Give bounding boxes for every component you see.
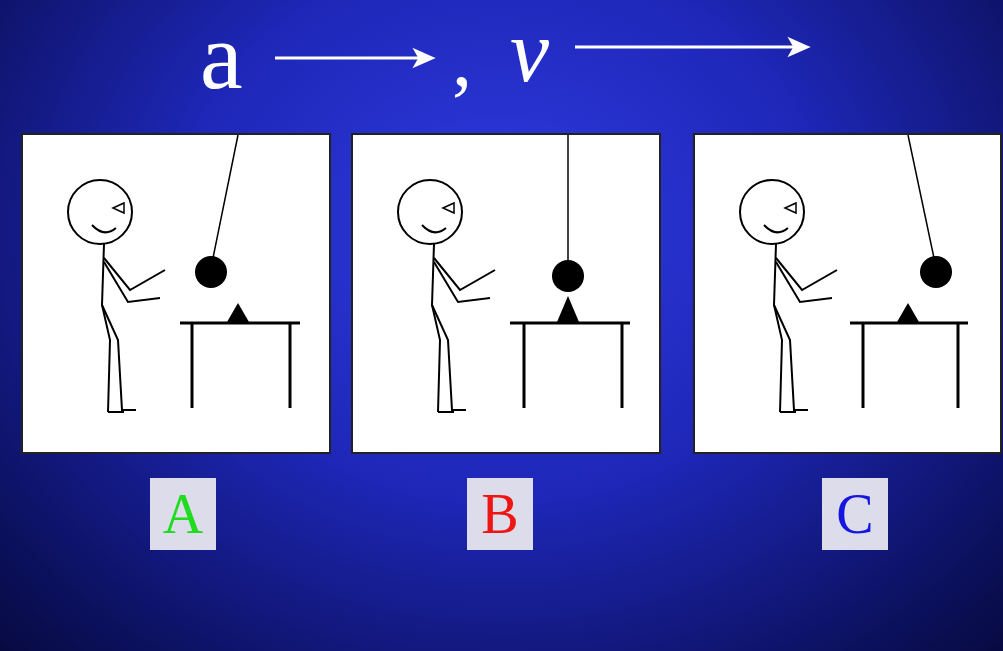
quantity-symbol: a [200, 8, 243, 104]
panel-letter: A [163, 486, 203, 542]
stick-figure [398, 180, 495, 412]
label-box: C [822, 478, 888, 550]
quantity-symbol: v [510, 8, 549, 96]
quantity-symbol: , [452, 18, 472, 98]
panel [352, 134, 660, 453]
pendulum-scene [180, 135, 300, 408]
panel-letter: B [481, 486, 518, 542]
pendulum-scene [850, 135, 968, 408]
panel [694, 134, 1001, 453]
pendulum-scene [510, 135, 630, 408]
stick-figure [68, 180, 165, 412]
panel-letter: C [836, 486, 873, 542]
panel [22, 134, 330, 453]
label-box: B [467, 478, 533, 550]
stick-figure [740, 180, 837, 412]
label-box: A [150, 478, 216, 550]
